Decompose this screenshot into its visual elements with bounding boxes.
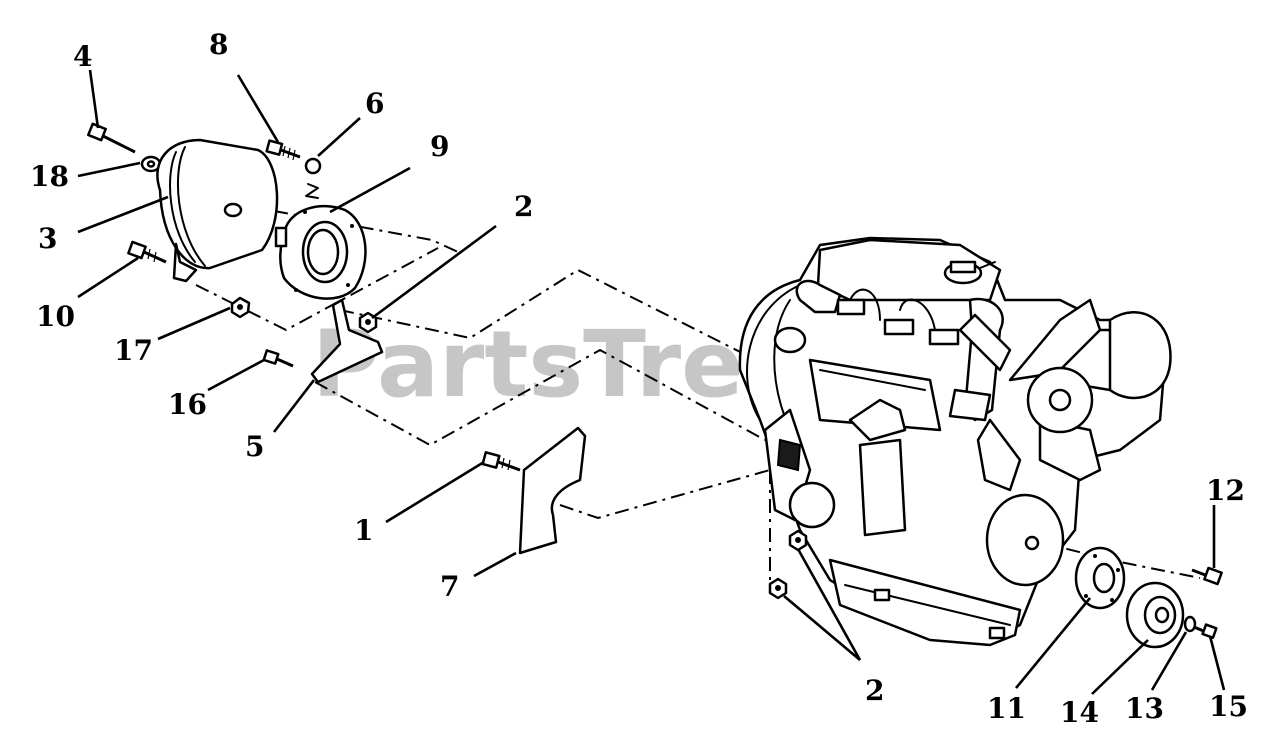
callout-17: 17 (114, 334, 153, 367)
drum-housing-3 (156, 138, 279, 283)
callout-4: 4 (73, 40, 92, 73)
nut-2-lower-b (768, 577, 788, 600)
callout-11: 11 (987, 692, 1026, 725)
callout-9: 9 (430, 130, 449, 163)
engine-assembly (738, 236, 1172, 647)
bolt-1 (481, 451, 521, 472)
watermark: PartsTree (312, 311, 806, 418)
washer-13 (1183, 615, 1197, 633)
callout-8: 8 (209, 28, 228, 61)
callout-15: 15 (1209, 690, 1248, 723)
nut-2-lower-a (788, 529, 808, 552)
hub-flange-11 (1074, 546, 1126, 610)
callout-3: 3 (38, 222, 57, 255)
callout-18: 18 (30, 160, 69, 193)
callout-2-lower: 2 (865, 674, 884, 707)
bolt-4 (87, 122, 136, 154)
callout-7: 7 (440, 570, 459, 603)
screw-16 (262, 349, 294, 368)
pulley-14 (1125, 581, 1185, 649)
callout-1: 1 (354, 514, 373, 547)
bolt-8 (265, 139, 301, 161)
callout-14: 14 (1060, 696, 1099, 729)
bolt-12 (1191, 566, 1223, 586)
bolt-15 (1193, 623, 1218, 640)
flange-plate-9 (274, 204, 367, 300)
callout-12: 12 (1206, 474, 1245, 507)
callout-16: 16 (168, 388, 207, 421)
callout-10: 10 (36, 300, 75, 333)
cooling-fan (958, 298, 1172, 492)
bolt-10 (127, 240, 167, 264)
callout-5: 5 (245, 430, 264, 463)
shield-plate-7 (518, 426, 587, 555)
leader-lines (77, 69, 1226, 695)
nut-17 (230, 296, 251, 319)
callout-2-upper: 2 (514, 190, 533, 223)
lock-washer-6 (304, 157, 322, 199)
bracket-5 (310, 298, 384, 384)
callout-6: 6 (365, 87, 384, 120)
callout-13: 13 (1125, 692, 1164, 725)
callout-labels: 4 8 6 9 18 3 2 10 17 16 5 1 7 12 2 11 14… (30, 28, 1248, 729)
